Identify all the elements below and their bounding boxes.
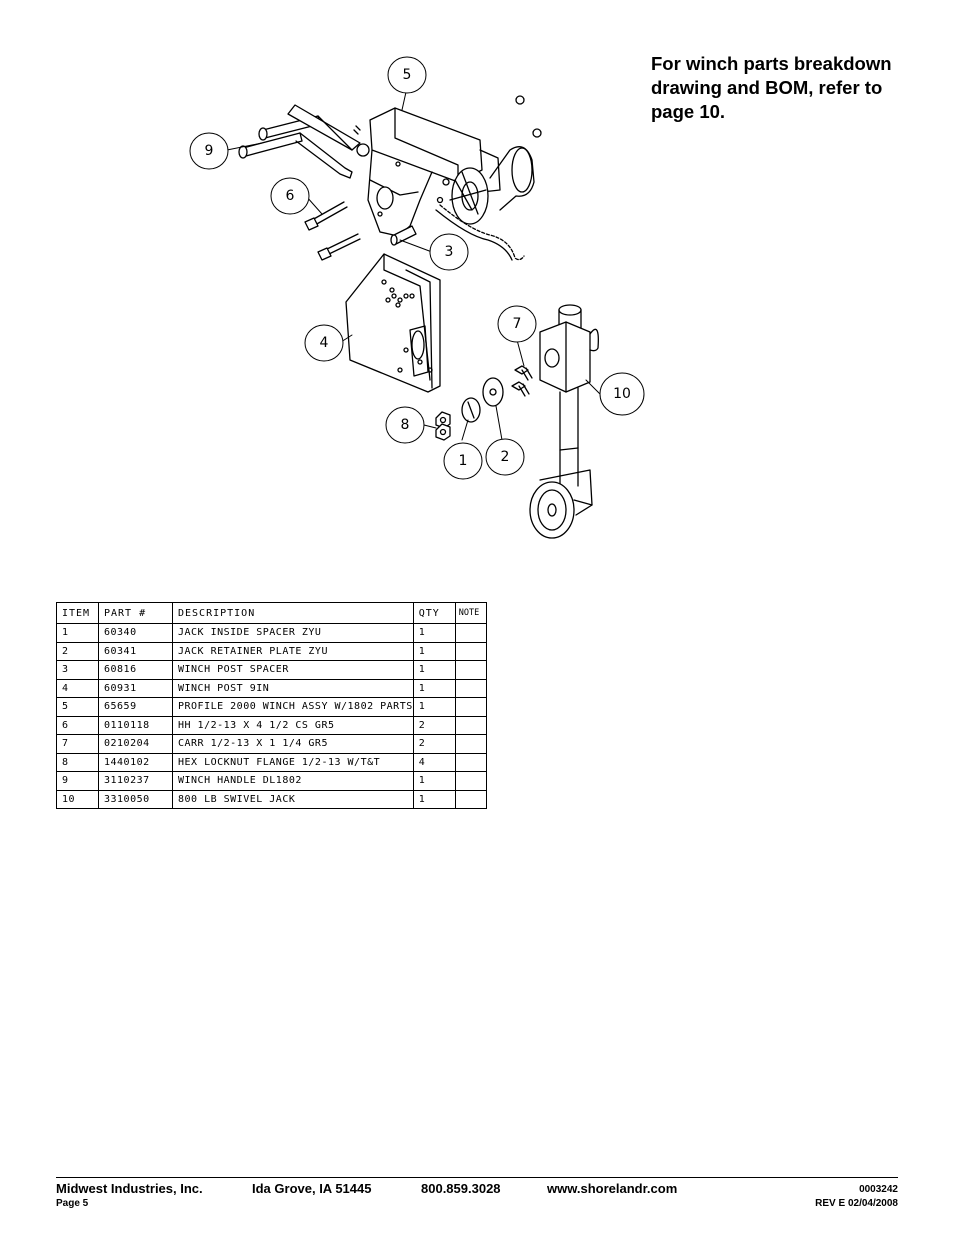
- description-cell: WINCH POST SPACER: [172, 660, 414, 680]
- table-row: 4 60931 WINCH POST 9IN 1: [56, 678, 487, 698]
- carriage-bolt-part: [511, 365, 533, 397]
- footer-revision: REV E 02/04/2008: [815, 1198, 898, 1209]
- qty-cell: 2: [412, 715, 456, 735]
- table-row: 3 60816 WINCH POST SPACER 1: [56, 660, 487, 680]
- hex-locknut-part: [435, 411, 451, 441]
- part-cell: 3310050: [98, 789, 173, 809]
- description-cell: WINCH POST 9IN: [172, 678, 414, 698]
- callout-label: 1: [459, 453, 468, 469]
- table-row: 2 60341 JACK RETAINER PLATE ZYU 1: [56, 641, 487, 661]
- note-cell: [454, 752, 487, 772]
- footer-company: Midwest Industries, Inc.: [56, 1181, 203, 1196]
- note-cell: [454, 734, 487, 754]
- part-cell: 60931: [98, 678, 173, 698]
- description-cell: JACK INSIDE SPACER ZYU: [172, 623, 414, 643]
- footer-divider: [56, 1177, 898, 1178]
- callout-label: 6: [286, 188, 295, 204]
- qty-cell: 1: [412, 660, 456, 680]
- winch-post-spacer-part: [390, 225, 417, 246]
- part-cell: 1440102: [98, 752, 173, 772]
- part-cell: 60816: [98, 660, 173, 680]
- part-cell: 60340: [98, 623, 173, 643]
- swivel-jack-part: [529, 304, 599, 539]
- table-row: 5 65659 PROFILE 2000 WINCH ASSY W/1802 P…: [56, 697, 487, 717]
- description-cell: HEX LOCKNUT FLANGE 1/2-13 W/T&T: [172, 752, 414, 772]
- callout-label: 3: [445, 244, 454, 260]
- qty-cell: 1: [412, 697, 456, 717]
- callout-label: 4: [320, 335, 329, 351]
- item-cell: 1: [56, 623, 99, 643]
- column-header-note: NOTE: [454, 602, 487, 624]
- column-header-part: PART #: [98, 602, 173, 624]
- winch-reference-note: For winch parts breakdown drawing and BO…: [651, 53, 892, 122]
- note-cell: [454, 789, 487, 809]
- callout-label: 9: [205, 143, 214, 159]
- table-row: 9 3110237 WINCH HANDLE DL1802 1: [56, 771, 487, 791]
- table-row: 1 60340 JACK INSIDE SPACER ZYU 1: [56, 623, 487, 643]
- description-cell: HH 1/2-13 X 4 1/2 CS GR5: [172, 715, 414, 735]
- item-cell: 7: [56, 734, 99, 754]
- qty-cell: 1: [412, 771, 456, 791]
- callout-label: 2: [501, 449, 510, 465]
- item-cell: 2: [56, 641, 99, 661]
- winch-assembly-part: [353, 95, 542, 261]
- table-header-row: ITEM PART # DESCRIPTION QTY NOTE: [56, 602, 487, 624]
- table-row: 10 3310050 800 LB SWIVEL JACK 1: [56, 789, 487, 809]
- note-cell: [454, 660, 487, 680]
- description-cell: JACK RETAINER PLATE ZYU: [172, 641, 414, 661]
- note-cell: [454, 623, 487, 643]
- footer-location: Ida Grove, IA 51445: [252, 1181, 372, 1196]
- jack-inside-spacer-part: [461, 397, 481, 423]
- table-row: 7 0210204 CARR 1/2-13 X 1 1/4 GR5 2: [56, 734, 487, 754]
- footer-website-link[interactable]: www.shorelandr.com: [547, 1181, 678, 1196]
- qty-cell: 4: [412, 752, 456, 772]
- table-row: 6 0110118 HH 1/2-13 X 4 1/2 CS GR5 2: [56, 715, 487, 735]
- callout-label: 10: [613, 386, 631, 402]
- note-cell: [454, 715, 487, 735]
- note-cell: [454, 697, 487, 717]
- qty-cell: 1: [412, 678, 456, 698]
- qty-cell: 1: [412, 641, 456, 661]
- table-row: 8 1440102 HEX LOCKNUT FLANGE 1/2-13 W/T&…: [56, 752, 487, 772]
- description-cell: WINCH HANDLE DL1802: [172, 771, 414, 791]
- item-cell: 6: [56, 715, 99, 735]
- column-header-qty: QTY: [412, 602, 456, 624]
- hex-bolt-part: [304, 201, 361, 261]
- part-cell: 3110237: [98, 771, 173, 791]
- note-cell: [454, 771, 487, 791]
- description-cell: 800 LB SWIVEL JACK: [172, 789, 414, 809]
- description-cell: CARR 1/2-13 X 1 1/4 GR5: [172, 734, 414, 754]
- part-cell: 60341: [98, 641, 173, 661]
- item-cell: 5: [56, 697, 99, 717]
- description-cell: PROFILE 2000 WINCH ASSY W/1802 PARTS: [172, 697, 414, 717]
- qty-cell: 1: [412, 789, 456, 809]
- item-cell: 8: [56, 752, 99, 772]
- qty-cell: 2: [412, 734, 456, 754]
- item-cell: 4: [56, 678, 99, 698]
- winch-handle-part: [238, 104, 370, 179]
- callout-label: 5: [403, 67, 412, 83]
- item-cell: 10: [56, 789, 99, 809]
- column-header-description: DESCRIPTION: [172, 602, 414, 624]
- footer-document-number: 0003242: [859, 1184, 898, 1195]
- callout-labels: 5 9 6 3 4 7 10 8 1 2: [205, 67, 631, 469]
- winch-post-part: [345, 253, 441, 393]
- part-cell: 65659: [98, 697, 173, 717]
- qty-cell: 1: [412, 623, 456, 643]
- jack-retainer-plate-part: [482, 377, 504, 407]
- part-cell: 0210204: [98, 734, 173, 754]
- item-cell: 9: [56, 771, 99, 791]
- note-cell: [454, 678, 487, 698]
- note-cell: [454, 641, 487, 661]
- exploded-parts-drawing: 5 9 6 3 4 7 10 8 1 2: [189, 56, 645, 539]
- item-cell: 3: [56, 660, 99, 680]
- callout-balloons: [189, 56, 645, 480]
- column-header-item: ITEM: [56, 602, 99, 624]
- footer-phone: 800.859.3028: [421, 1181, 501, 1196]
- bill-of-materials-table: ITEM PART # DESCRIPTION QTY NOTE 1 60340…: [56, 602, 487, 809]
- footer-page-number: Page 5: [56, 1198, 89, 1209]
- part-cell: 0110118: [98, 715, 173, 735]
- callout-label: 7: [513, 316, 522, 332]
- callout-label: 8: [401, 417, 410, 433]
